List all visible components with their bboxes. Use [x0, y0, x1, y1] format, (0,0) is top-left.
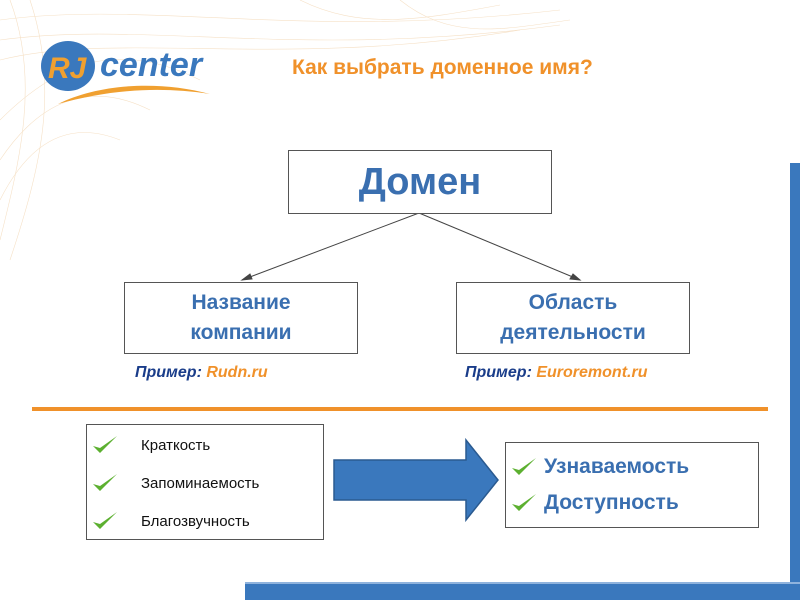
- checkmark-icon: [512, 494, 536, 511]
- quality-label: Благозвучность: [141, 512, 250, 530]
- result-label: Доступность: [544, 491, 679, 514]
- example-value: Rudn.ru: [206, 364, 268, 381]
- domain-label: Домен: [358, 160, 482, 203]
- list-item: Запоминаемость: [91, 471, 259, 495]
- quality-label: Запоминаемость: [141, 474, 260, 492]
- company-name-box: Название компании: [124, 282, 358, 354]
- activity-label-2: деятельности: [500, 321, 646, 344]
- decorative-right-bar: [790, 163, 800, 600]
- domain-box: Домен: [288, 150, 552, 214]
- checkmark-icon: [93, 512, 117, 529]
- company-label-2: компании: [190, 321, 292, 344]
- checkmark-icon: [93, 436, 117, 453]
- activity-area-box: Область деятельности: [456, 282, 690, 354]
- arrow-right-icon: [333, 437, 499, 523]
- checkmark-icon: [512, 458, 536, 475]
- qualities-list: Краткость Запоминаемость Благозвучность: [86, 424, 324, 540]
- list-item: Благозвучность: [91, 509, 250, 533]
- activity-label-1: Область: [528, 291, 618, 314]
- example-left: Пример: Rudn.ru: [135, 364, 268, 382]
- results-list: Узнаваемость Доступность: [505, 442, 759, 528]
- list-item: Узнаваемость: [510, 455, 689, 479]
- slide-title: Как выбрать доменное имя?: [292, 56, 593, 79]
- example-prefix: Пример:: [135, 364, 202, 381]
- decorative-bottom-bar: [245, 582, 800, 600]
- example-right: Пример: Euroremont.ru: [465, 364, 647, 382]
- svg-text:RJ: RJ: [48, 52, 88, 85]
- rucenter-logo: RJ center: [41, 41, 210, 104]
- svg-text:center: center: [100, 46, 204, 84]
- checkmark-icon: [93, 474, 117, 491]
- example-value: Euroremont.ru: [536, 364, 648, 381]
- result-label: Узнаваемость: [544, 455, 690, 478]
- company-label-1: Название: [191, 291, 291, 314]
- divider: [32, 407, 768, 411]
- quality-label: Краткость: [141, 436, 211, 454]
- list-item: Доступность: [510, 491, 679, 515]
- list-item: Краткость: [91, 433, 210, 457]
- example-prefix: Пример:: [465, 364, 532, 381]
